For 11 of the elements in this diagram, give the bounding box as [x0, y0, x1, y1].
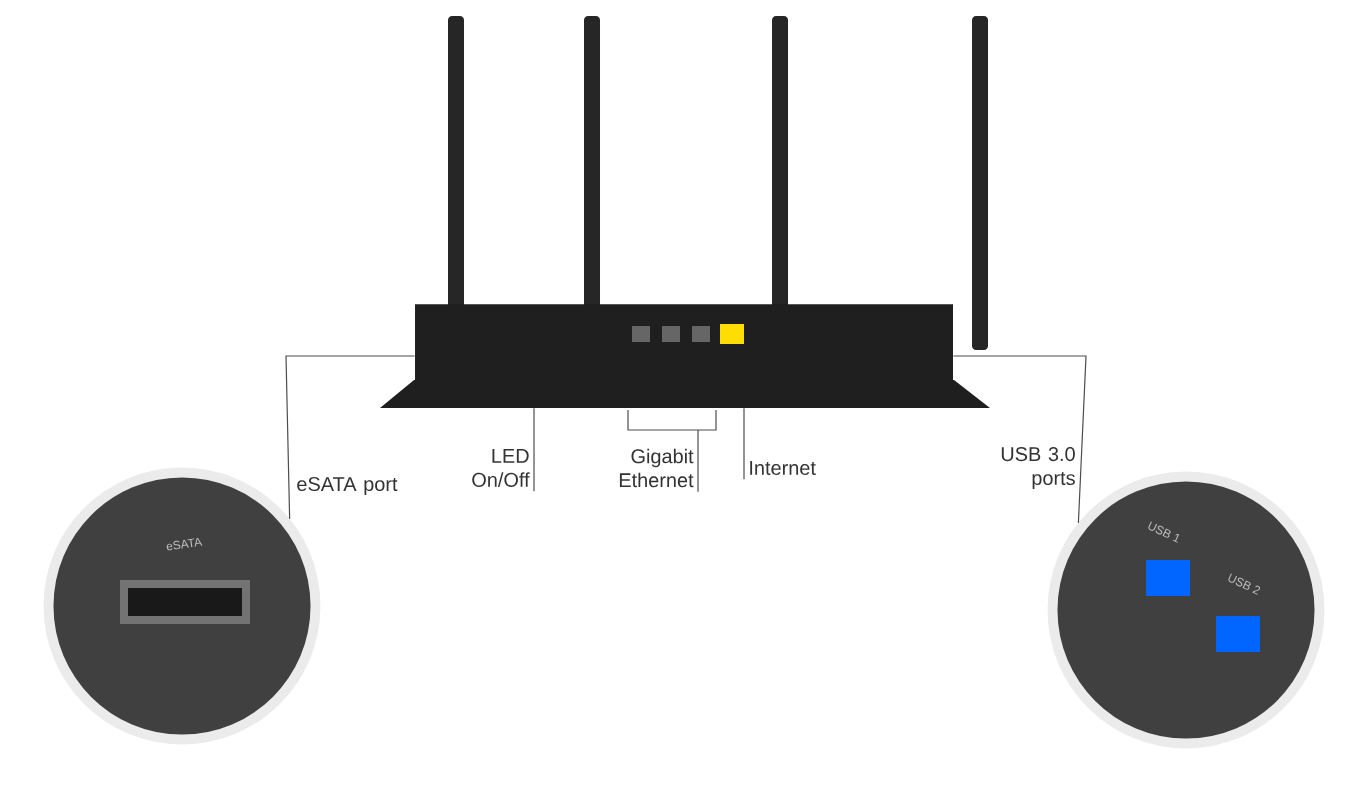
callout-label: Gigabit Ethernet — [619, 448, 694, 488]
callout-label: USB 3.0 ports — [1001, 447, 1075, 489]
leader-line — [743, 407, 745, 480]
leader-line — [285, 355, 416, 520]
leader-line — [533, 407, 535, 492]
leader-line — [697, 429, 699, 493]
router-drawing — [380, 16, 990, 408]
callout-label: LED On/Off — [472, 449, 530, 487]
callout-label: Internet — [750, 461, 816, 475]
callout-label: eSATA port — [297, 477, 398, 495]
leader-line — [952, 355, 1087, 524]
